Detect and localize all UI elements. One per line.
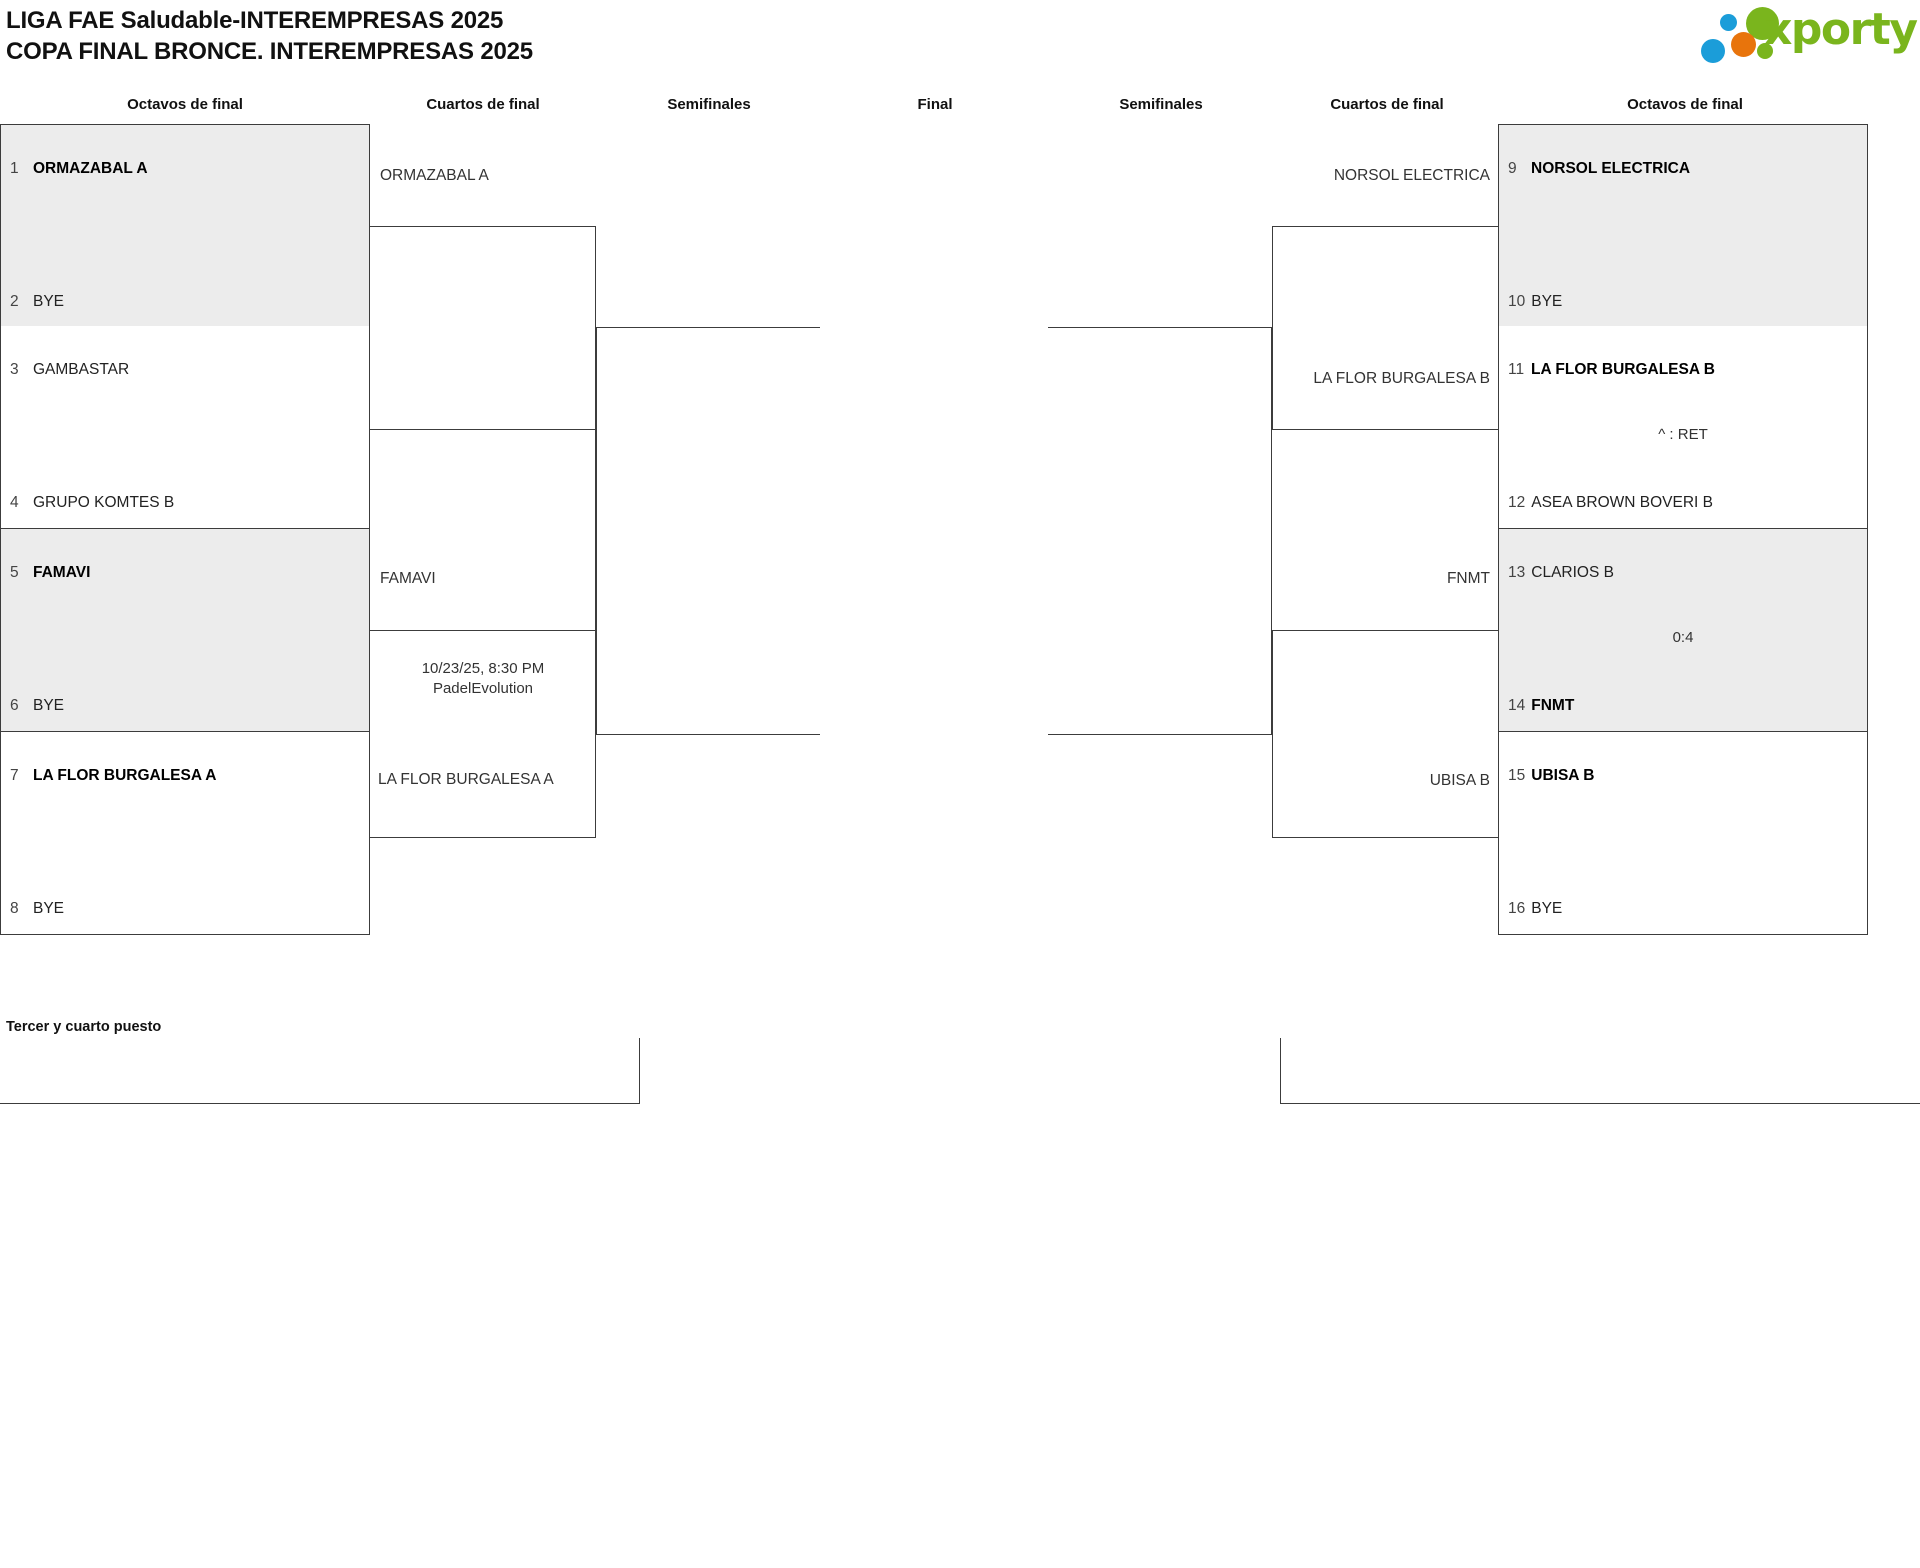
seed-row-5[interactable]: 5 FAMAVI bbox=[10, 564, 361, 582]
seed-row-4[interactable]: 4 GRUPO KOMTES B bbox=[10, 494, 361, 512]
logo-dot-blue-small bbox=[1720, 14, 1737, 31]
seed-number: 7 bbox=[10, 767, 19, 784]
team-name: BYE bbox=[1531, 293, 1563, 310]
seed-row-2[interactable]: 2 BYE bbox=[10, 293, 361, 311]
title-line-2: COPA FINAL BRONCE. INTEREMPRESAS 2025 bbox=[6, 37, 533, 65]
seed-number: 10 bbox=[1508, 293, 1526, 310]
seed-number: 12 bbox=[1508, 494, 1526, 511]
seed-row-11[interactable]: 11 LA FLOR BURGALESA B bbox=[1508, 361, 1859, 379]
seed-number: 11 bbox=[1508, 361, 1525, 378]
xporty-logo: xporty bbox=[1692, 4, 1918, 63]
connector-right-semifinal-out bbox=[1048, 734, 1272, 735]
logo-wordmark: xporty bbox=[1764, 4, 1918, 55]
connector-left-qf-2 bbox=[370, 430, 596, 634]
seed-row-9[interactable]: 9 NORSOL ELECTRICA bbox=[1508, 160, 1859, 178]
match-venue: PadelEvolution bbox=[432, 680, 534, 698]
advancer-left-qf2-top: FAMAVI bbox=[380, 570, 436, 587]
connector-left-semifinal bbox=[596, 327, 820, 735]
team-name: FAMAVI bbox=[33, 564, 91, 581]
round-label-right-semis: Semifinales bbox=[1119, 96, 1203, 113]
connector-left-semifinal-out bbox=[596, 734, 820, 735]
round-label-left-cuartos: Cuartos de final bbox=[426, 96, 540, 113]
match-box-3[interactable]: 5 FAMAVI 6 BYE bbox=[0, 529, 370, 732]
third-place-connector-right bbox=[1280, 1038, 1920, 1104]
match-box-7[interactable]: 13 CLARIOS B 0:4 14 FNMT bbox=[1498, 529, 1868, 732]
match-box-6[interactable]: 11 LA FLOR BURGALESA B ^ : RET 12 ASEA B… bbox=[1498, 326, 1868, 529]
seed-number: 3 bbox=[10, 361, 19, 378]
seed-row-10[interactable]: 10 BYE bbox=[1508, 293, 1859, 311]
seed-number: 6 bbox=[10, 697, 19, 714]
team-name: LA FLOR BURGALESA A bbox=[33, 767, 217, 784]
seed-number: 9 bbox=[1508, 160, 1517, 177]
seed-number: 1 bbox=[10, 160, 19, 177]
match-box-4[interactable]: 7 LA FLOR BURGALESA A 8 BYE bbox=[0, 732, 370, 935]
match-box-8[interactable]: 15 UBISA B 16 BYE bbox=[1498, 732, 1868, 935]
seed-row-6[interactable]: 6 BYE bbox=[10, 697, 361, 715]
advancer-left-qf3-bottom: LA FLOR BURGALESA A bbox=[378, 771, 554, 788]
team-name: ORMAZABAL A bbox=[33, 160, 148, 177]
connector-left-qf-3[interactable] bbox=[370, 630, 596, 838]
seed-row-16[interactable]: 16 BYE bbox=[1508, 900, 1859, 918]
connector-left-qf-1 bbox=[370, 226, 596, 430]
team-name: ASEA BROWN BOVERI B bbox=[1531, 494, 1713, 511]
advancer-right-qf2-bottom: UBISA B bbox=[1429, 772, 1490, 789]
team-name: BYE bbox=[33, 293, 65, 310]
team-name: BYE bbox=[33, 697, 65, 714]
seed-number: 13 bbox=[1508, 564, 1526, 581]
seed-row-7[interactable]: 7 LA FLOR BURGALESA A bbox=[10, 767, 361, 785]
seed-row-12[interactable]: 12 ASEA BROWN BOVERI B bbox=[1508, 494, 1859, 512]
seed-number: 15 bbox=[1508, 767, 1526, 784]
seed-row-13[interactable]: 13 CLARIOS B bbox=[1508, 564, 1859, 582]
third-place-label: Tercer y cuarto puesto bbox=[6, 1019, 162, 1035]
match-score-11-12: ^ : RET bbox=[1658, 426, 1708, 443]
seed-number: 4 bbox=[10, 494, 19, 511]
round-label-right-octavos: Octavos de final bbox=[1627, 96, 1743, 113]
team-name: LA FLOR BURGALESA B bbox=[1531, 361, 1715, 378]
team-name: FNMT bbox=[1531, 697, 1575, 714]
team-name: GAMBASTAR bbox=[33, 361, 130, 378]
seed-row-3[interactable]: 3 GAMBASTAR bbox=[10, 361, 361, 379]
third-place-connector-left bbox=[0, 1038, 640, 1104]
round-label-left-octavos: Octavos de final bbox=[127, 96, 243, 113]
advancer-left-qf1-top: ORMAZABAL A bbox=[380, 167, 489, 184]
team-name: GRUPO KOMTES B bbox=[33, 494, 175, 511]
logo-dot-orange bbox=[1731, 32, 1756, 57]
seed-row-1[interactable]: 1 ORMAZABAL A bbox=[10, 160, 361, 178]
team-name: BYE bbox=[33, 900, 65, 917]
match-box-5[interactable]: 9 NORSOL ELECTRICA 10 BYE bbox=[1498, 124, 1868, 327]
seed-row-8[interactable]: 8 BYE bbox=[10, 900, 361, 918]
round-label-right-cuartos: Cuartos de final bbox=[1330, 96, 1444, 113]
match-box-2[interactable]: 3 GAMBASTAR 4 GRUPO KOMTES B bbox=[0, 326, 370, 529]
team-name: UBISA B bbox=[1531, 767, 1595, 784]
advancer-right-qf1-bottom: LA FLOR BURGALESA B bbox=[1313, 370, 1490, 387]
match-schedule-left: 10/23/25, 8:30 PM PadelEvolution bbox=[370, 659, 596, 700]
team-name: NORSOL ELECTRICA bbox=[1531, 160, 1691, 177]
connector-right-semifinal bbox=[1048, 327, 1272, 735]
seed-number: 14 bbox=[1508, 697, 1526, 714]
connector-left-semifinal-in bbox=[596, 327, 820, 328]
page-title: LIGA FAE Saludable-INTEREMPRESAS 2025 CO… bbox=[6, 6, 533, 67]
connector-right-qf-1 bbox=[1272, 226, 1498, 430]
advancer-right-qf1-top: NORSOL ELECTRICA bbox=[1333, 167, 1490, 184]
match-box-1[interactable]: 1 ORMAZABAL A 2 BYE bbox=[0, 124, 370, 327]
seed-number: 2 bbox=[10, 293, 19, 310]
connector-right-qf-2 bbox=[1272, 630, 1498, 838]
title-line-1: LIGA FAE Saludable-INTEREMPRESAS 2025 bbox=[6, 7, 504, 34]
team-name: CLARIOS B bbox=[1531, 564, 1614, 581]
advancer-right-qf2-top: FNMT bbox=[1446, 570, 1490, 587]
match-score-13-14: 0:4 bbox=[1672, 629, 1694, 646]
seed-row-14[interactable]: 14 FNMT bbox=[1508, 697, 1859, 715]
seed-number: 16 bbox=[1508, 900, 1526, 917]
round-label-final: Final bbox=[917, 96, 953, 113]
connector-right-semifinal-in bbox=[1048, 327, 1272, 328]
seed-row-15[interactable]: 15 UBISA B bbox=[1508, 767, 1859, 785]
round-label-left-semis: Semifinales bbox=[667, 96, 751, 113]
logo-dot-blue-large bbox=[1701, 39, 1725, 63]
seed-number: 5 bbox=[10, 564, 19, 581]
seed-number: 8 bbox=[10, 900, 19, 917]
logo-dot-green-small bbox=[1757, 43, 1773, 59]
match-datetime: 10/23/25, 8:30 PM bbox=[421, 660, 545, 677]
team-name: BYE bbox=[1531, 900, 1563, 917]
